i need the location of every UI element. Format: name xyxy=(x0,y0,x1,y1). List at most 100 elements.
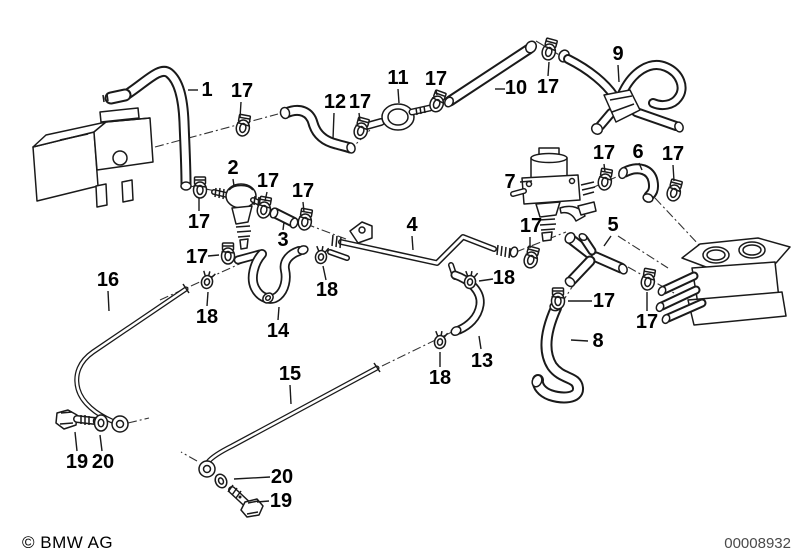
callout-leader-17 xyxy=(239,101,242,119)
worm-clamp-icon xyxy=(296,207,315,232)
callout-label-4: 4 xyxy=(406,214,418,236)
alignment-dash-line xyxy=(627,266,675,294)
callout-label-20: 20 xyxy=(92,451,114,473)
alignment-dash-line xyxy=(154,113,279,148)
hose-8 xyxy=(531,300,584,404)
callout-label-17: 17 xyxy=(593,290,615,312)
callout-leader-17 xyxy=(264,191,268,202)
callout-label-1: 1 xyxy=(201,79,212,101)
worm-clamp-icon xyxy=(521,244,542,271)
worm-clamp-icon xyxy=(192,176,208,199)
spring-clamp-icon xyxy=(313,244,330,266)
callout-label-14: 14 xyxy=(267,320,290,342)
copyright-notice: © BMW AG xyxy=(22,533,114,552)
callout-label-11: 11 xyxy=(387,67,408,89)
callout-label-17: 17 xyxy=(292,180,314,202)
pipe-16 xyxy=(74,283,190,433)
callout-label-17: 17 xyxy=(349,91,371,113)
diagram-number: 00008932 xyxy=(724,535,791,552)
callout-label-18: 18 xyxy=(316,279,338,301)
worm-clamp-icon xyxy=(351,115,372,142)
hose-assembly-9 xyxy=(558,49,687,135)
callout-label-18: 18 xyxy=(196,306,218,328)
callout-leader-17 xyxy=(547,61,550,77)
callout-leader-16 xyxy=(107,290,110,312)
alignment-dash-line xyxy=(127,417,150,424)
banjo-bolt-19-left xyxy=(55,409,100,430)
solenoid-valve-7 xyxy=(510,147,597,242)
hose-10 xyxy=(443,40,538,108)
worm-clamp-icon xyxy=(234,113,253,138)
callout-leader-3 xyxy=(282,221,285,231)
callout-label-17: 17 xyxy=(188,211,210,233)
valve-2 xyxy=(211,183,267,250)
worm-clamp-icon xyxy=(550,287,566,310)
worm-clamp-icon xyxy=(639,267,658,292)
spring-clamp-icon xyxy=(432,329,449,351)
callout-label-13: 13 xyxy=(471,350,493,372)
callout-label-15: 15 xyxy=(279,363,301,385)
worm-clamp-icon xyxy=(539,36,560,63)
callout-label-16: 16 xyxy=(97,269,119,291)
worm-clamp-icon xyxy=(220,242,236,265)
spring-clamp-icon xyxy=(198,269,217,291)
callout-leader-17 xyxy=(672,164,675,182)
connector-5 xyxy=(564,232,628,288)
washer-20-left xyxy=(93,414,109,432)
callout-label-18: 18 xyxy=(429,367,451,389)
callout-label-19: 19 xyxy=(270,490,292,512)
callout-leader-18 xyxy=(478,278,494,282)
callout-leader-20 xyxy=(233,476,271,480)
callout-leader-8 xyxy=(570,339,589,342)
callout-label-17: 17 xyxy=(662,143,684,165)
callout-label-17: 17 xyxy=(636,311,658,333)
callout-label-5: 5 xyxy=(607,214,618,236)
callout-leader-5 xyxy=(603,235,612,247)
callout-label-17: 17 xyxy=(593,142,615,164)
callout-leader-12 xyxy=(332,112,335,140)
washer-20-bottom xyxy=(214,473,228,489)
callout-label-8: 8 xyxy=(592,330,603,352)
callout-leader-14 xyxy=(277,306,280,321)
pipe-15 xyxy=(198,362,381,478)
callout-label-9: 9 xyxy=(612,43,623,65)
callout-label-17: 17 xyxy=(537,76,559,98)
worm-clamp-icon xyxy=(664,177,685,204)
alignment-dash-line xyxy=(515,231,567,253)
callout-label-18: 18 xyxy=(493,267,515,289)
callout-label-12: 12 xyxy=(324,91,346,113)
callout-leader-20 xyxy=(99,434,103,452)
callout-leader-18 xyxy=(206,291,209,307)
callout-label-17: 17 xyxy=(425,68,447,90)
callout-leader-17 xyxy=(358,112,361,122)
callout-leader-18 xyxy=(322,265,327,281)
heater-unit xyxy=(32,107,154,208)
callout-leader-11 xyxy=(397,88,400,104)
callout-label-7: 7 xyxy=(504,171,515,193)
callout-leader-15 xyxy=(289,384,292,405)
callout-leader-2 xyxy=(232,178,235,187)
callout-leader-17 xyxy=(603,163,606,173)
alignment-dash-line xyxy=(654,197,701,247)
alignment-dash-line xyxy=(617,235,669,269)
callout-label-3: 3 xyxy=(277,229,288,251)
callout-label-17: 17 xyxy=(257,170,279,192)
callout-leader-6 xyxy=(638,162,643,171)
hose-14 xyxy=(233,245,350,304)
callout-label-17: 17 xyxy=(186,246,208,268)
hose-1 xyxy=(102,65,192,191)
callout-label-6: 6 xyxy=(632,141,643,163)
callout-leader-19 xyxy=(256,500,270,503)
callout-leader-17 xyxy=(302,201,305,213)
callout-leader-17 xyxy=(207,254,220,257)
engine-block xyxy=(655,237,791,326)
callout-label-10: 10 xyxy=(505,77,527,99)
callout-leader-7 xyxy=(519,180,533,183)
banjo-bolt-19-bottom xyxy=(227,484,264,518)
hose-12 xyxy=(279,104,356,154)
callout-label-19: 19 xyxy=(66,451,88,473)
hose-6 xyxy=(618,163,659,203)
